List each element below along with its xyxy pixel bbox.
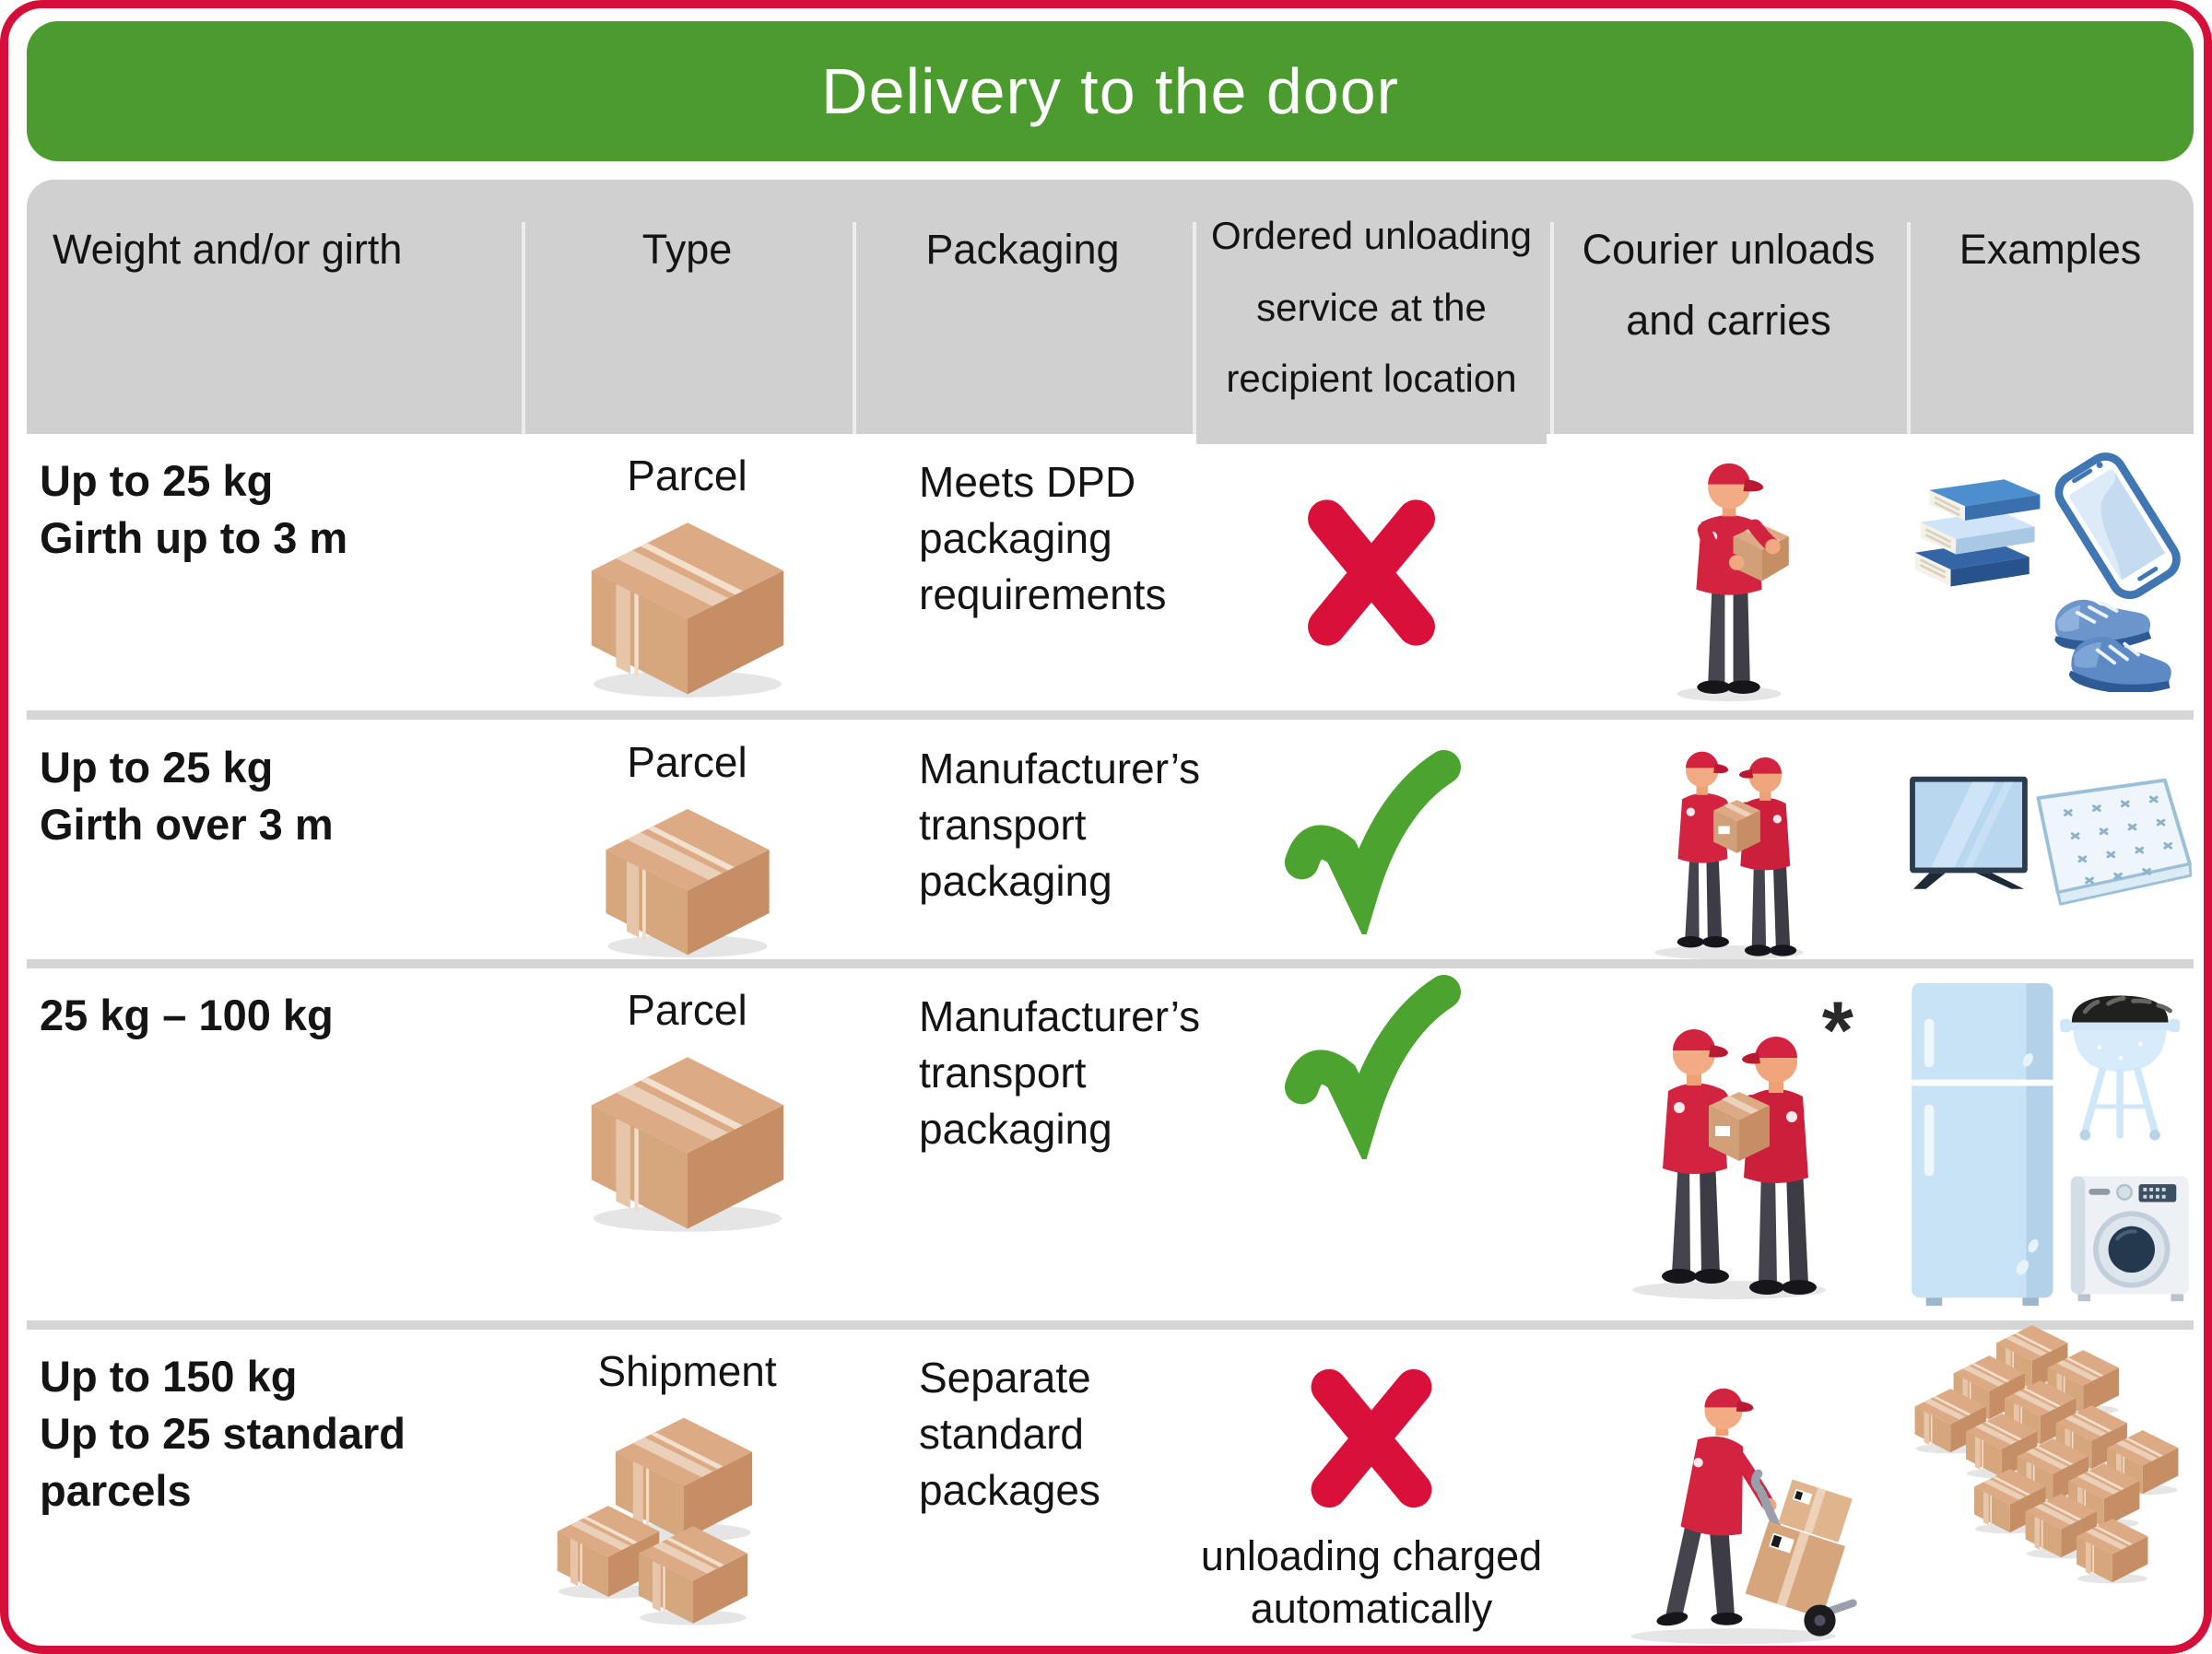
- shipment-boxes-icon: [557, 1417, 752, 1625]
- header-unloading-service: Ordered unloading service at the recipie…: [1211, 214, 1532, 401]
- unloading-mark-cell: [1193, 968, 1550, 1320]
- header-unloading-extension: [1196, 434, 1547, 444]
- column-divider: [522, 222, 525, 434]
- courier-cell: *: [1550, 968, 1907, 1320]
- type-cell: Parcel: [522, 721, 853, 959]
- courier-cell: [1550, 434, 1907, 710]
- packaging-value: Meets DPD packaging requirements: [919, 458, 1167, 619]
- weight-value: Up to 25 kg Girth up to 3 m: [40, 456, 348, 563]
- courier-carrying-parcel-icon: [1632, 442, 1826, 703]
- table-header-row: Weight and/or girth Type Packaging Order…: [27, 180, 2194, 444]
- examples-cell: [1907, 968, 2194, 1320]
- packaging-value: Manufacturer’s transport packaging: [919, 745, 1201, 906]
- table-row: Up to 25 kg Girth up to 3 m Parcel Meets…: [27, 434, 2194, 710]
- type-label: Parcel: [627, 738, 747, 786]
- title-bar: Delivery to the door: [27, 21, 2194, 161]
- courier-cell: [1550, 1330, 1907, 1654]
- fridge-grill-washing-machine-icon: [1910, 981, 2192, 1308]
- stack-of-parcels-icon: [1914, 1325, 2178, 1584]
- tv-mattress-icon: [1908, 771, 2194, 909]
- column-divider: [1550, 222, 1554, 434]
- unloading-mark-cell: unloading charged automatically: [1193, 1330, 1550, 1646]
- column-divider: [1193, 222, 1196, 434]
- courier-cell: [1550, 721, 1907, 959]
- page-title: Delivery to the door: [821, 55, 1399, 127]
- type-cell: Shipment: [522, 1330, 853, 1646]
- type-cell: Parcel: [522, 434, 853, 710]
- parcel-box-icon: [585, 1055, 790, 1234]
- check-icon: [1282, 970, 1462, 1159]
- parcel-box-icon: [585, 807, 790, 959]
- type-cell: Parcel: [522, 968, 853, 1320]
- unloading-mark-cell: [1193, 434, 1550, 710]
- type-label: Parcel: [627, 986, 747, 1034]
- header-examples: Examples: [1959, 226, 2142, 273]
- table-row: Up to 25 kg Girth over 3 m Parcel Manufa…: [27, 721, 2194, 959]
- examples-cell: [1907, 1325, 2194, 1646]
- examples-cell: [1907, 721, 2194, 959]
- unloading-mark-cell: [1193, 721, 1550, 959]
- type-label: Shipment: [597, 1347, 777, 1395]
- row-divider: [27, 959, 2194, 968]
- weight-value: Up to 150 kg Up to 25 standard parcels: [40, 1352, 406, 1516]
- unloading-note: unloading charged automatically: [1200, 1531, 1543, 1633]
- header-type: Type: [641, 226, 733, 273]
- two-couriers-carrying-parcel-icon: [1622, 720, 1836, 961]
- books-smartphone-sneakers-icon: [1908, 452, 2194, 692]
- type-label: Parcel: [627, 452, 747, 499]
- cross-icon: [1294, 491, 1449, 654]
- header-weight: Weight and/or girth: [53, 226, 403, 273]
- examples-cell: [1907, 434, 2194, 710]
- row-divider: [27, 1320, 2194, 1330]
- table-row: Up to 150 kg Up to 25 standard parcels S…: [27, 1325, 2194, 1654]
- courier-with-hand-truck-icon: [1591, 1338, 1867, 1646]
- packaging-value: Separate standard packages: [919, 1354, 1100, 1515]
- header-courier: Courier unloads and carries: [1582, 226, 1876, 344]
- parcel-box-icon: [585, 521, 790, 699]
- header-packaging: Packaging: [925, 226, 1120, 273]
- packaging-value: Manufacturer’s transport packaging: [919, 992, 1201, 1154]
- asterisk-note: *: [1821, 984, 1853, 1075]
- check-icon: [1282, 745, 1462, 934]
- column-divider: [1907, 222, 1911, 434]
- cross-icon: [1298, 1361, 1445, 1516]
- table-row: 25 kg – 100 kg Parcel Manufacturer’s tra…: [27, 968, 2194, 1320]
- column-divider: [853, 222, 856, 434]
- weight-value: Up to 25 kg Girth over 3 m: [40, 743, 334, 850]
- row-divider: [27, 710, 2194, 720]
- weight-value: 25 kg – 100 kg: [40, 991, 334, 1039]
